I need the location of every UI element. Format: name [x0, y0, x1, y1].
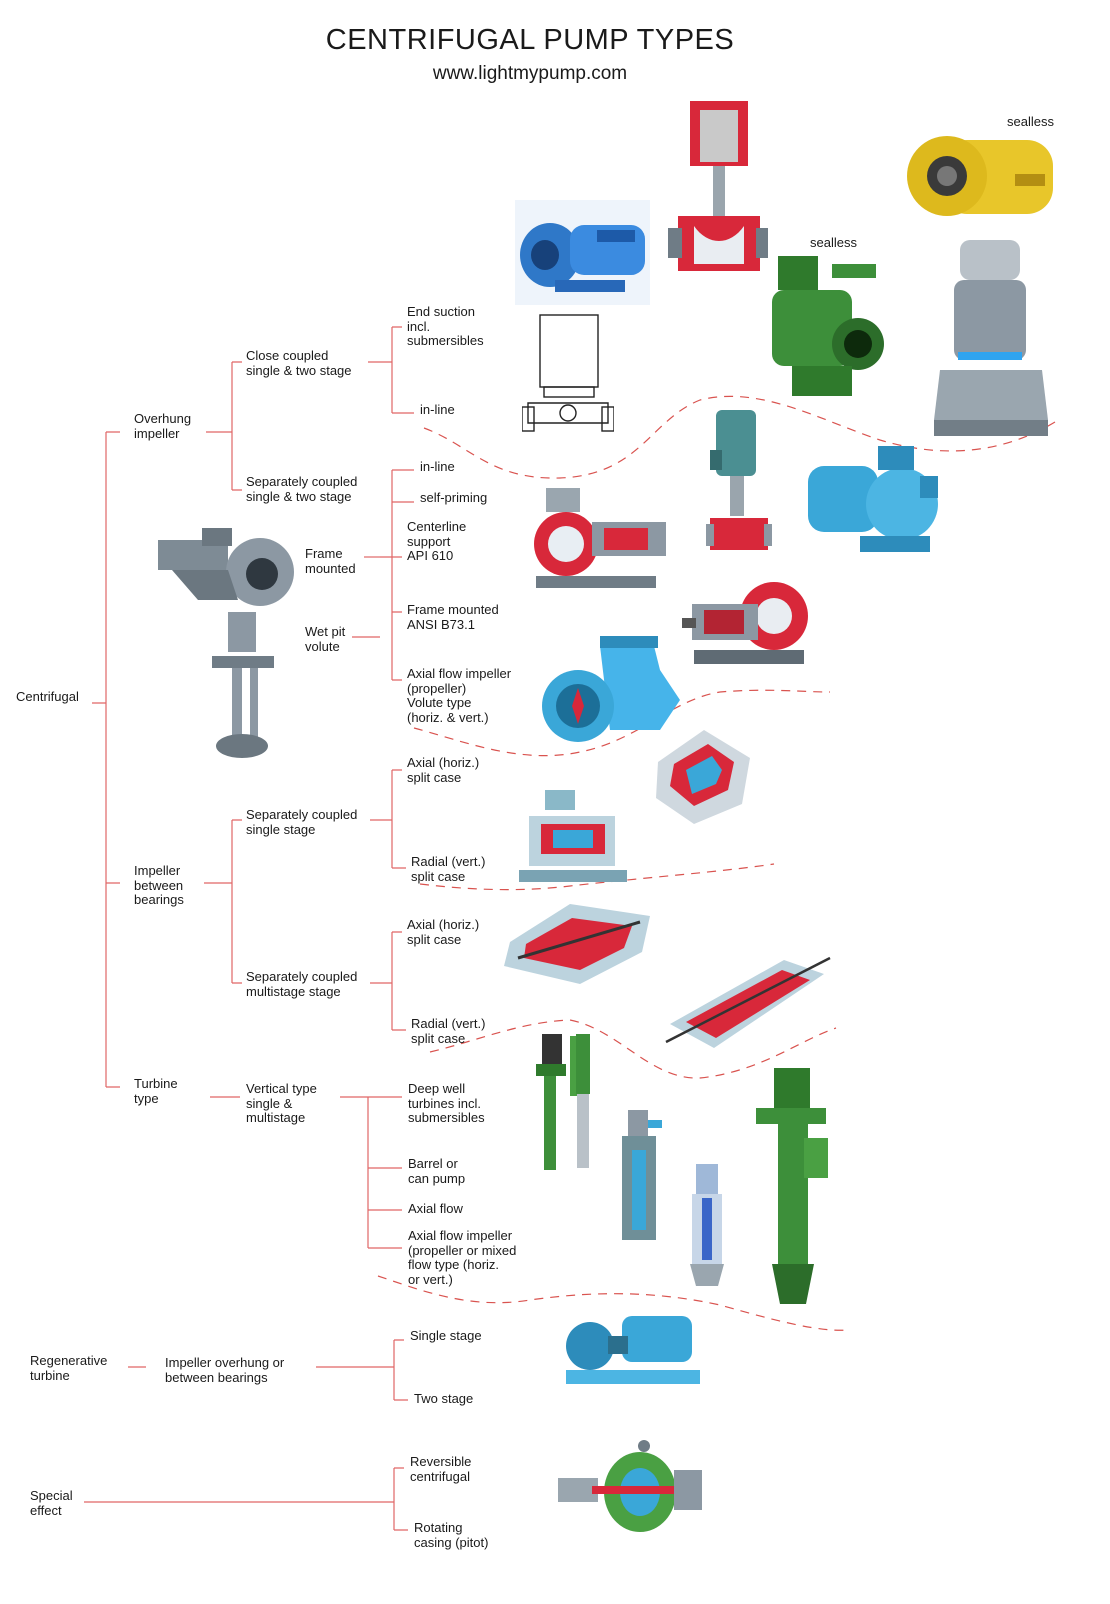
deep-well-turbine-pump-icon — [536, 1034, 580, 1170]
divider-3 — [419, 863, 775, 891]
close-coupled-connector — [368, 326, 414, 414]
node-centrifugal: Centrifugal — [16, 689, 79, 704]
divider-5 — [377, 1275, 849, 1331]
node-axial-split-case-2: Axial (horiz.) split case — [407, 917, 480, 947]
node-axial-split-case-1: Axial (horiz.) split case — [407, 755, 480, 785]
special-connector — [84, 1467, 408, 1531]
vertical-connector — [340, 1096, 402, 1249]
frame-mounted-gray-pump-icon — [158, 528, 294, 606]
axial-flow-vertical-pump-icon — [690, 1164, 724, 1286]
barrel-can-pump-icon — [622, 1110, 662, 1240]
axial-split-multistage-pump-icon — [504, 904, 650, 984]
sealless-yellow-magmax-pump-icon — [907, 136, 1053, 216]
node-separately-multistage: Separately coupled multistage stage — [246, 969, 358, 999]
separately-coupled-connector — [380, 469, 414, 681]
node-overhung-impeller: Overhung impeller — [134, 411, 192, 441]
node-separately-coupled: Separately coupled single & two stage — [246, 474, 358, 504]
website-url: www.lightmypump.com — [432, 63, 628, 84]
wet-pit-gray-pump-icon — [212, 612, 274, 758]
node-separately-single-stage: Separately coupled single stage — [246, 807, 358, 837]
regenerative-connector — [128, 1339, 408, 1401]
node-close-coupled: Close coupled single & two stage — [246, 348, 352, 378]
node-self-priming: self-priming — [420, 490, 488, 505]
sealless-green-pump-icon — [772, 256, 884, 396]
node-axial-flow-mixed: Axial flow impeller (propeller or mixed … — [408, 1228, 517, 1287]
rotating-casing-pitot-pump-icon — [558, 1440, 702, 1532]
axial-split-case-pump-icon — [656, 730, 750, 824]
divider-1 — [423, 395, 1056, 479]
node-end-suction: End suction incl. submersibles — [407, 304, 484, 348]
node-deep-well: Deep well turbines incl. submersibles — [408, 1081, 485, 1125]
inline-outline-pump-icon — [522, 314, 614, 432]
radial-split-case-pump-icon — [519, 790, 627, 882]
node-radial-split-case-1: Radial (vert.) split case — [411, 854, 486, 884]
node-impeller-between-bearings: Impeller between bearings — [134, 863, 184, 907]
node-vertical-type: Vertical type single & multistage — [246, 1081, 317, 1125]
overhung-connector — [206, 361, 242, 491]
radial-split-multistage-pump-icon — [665, 956, 831, 1048]
sealless-label-green: sealless — [810, 235, 857, 250]
self-priming-blue-pump-icon — [808, 446, 938, 552]
node-wet-pit-volute: Wet pit volute — [305, 624, 346, 654]
node-frame-mounted: Frame mounted — [305, 546, 356, 576]
node-axial-flow: Axial flow — [408, 1201, 463, 1216]
node-frame-mounted-ansi: Frame mounted ANSI B73.1 — [407, 602, 499, 632]
axial-flow-propeller-pump-icon — [542, 636, 680, 742]
page-title: CENTRIFUGAL PUMP TYPES — [325, 24, 735, 56]
inline-vertical-cutaway-pump-icon — [668, 101, 768, 271]
divider-4 — [429, 1019, 837, 1079]
node-reversible-centrifugal: Reversible centrifugal — [410, 1454, 472, 1484]
submersible-gray-pump-icon — [934, 240, 1048, 436]
single-stage-connector — [370, 769, 406, 869]
node-centerline-support: Centerline support API 610 — [407, 519, 467, 563]
close-coupled-blue-pump-icon — [515, 200, 650, 305]
node-turbine-type: Turbine type — [134, 1076, 178, 1106]
node-two-stage: Two stage — [414, 1391, 474, 1406]
centerline-cutaway-pump-icon — [534, 488, 666, 588]
node-barrel-can: Barrel or can pump — [408, 1156, 466, 1186]
node-rotating-casing: Rotating casing (pitot) — [414, 1520, 489, 1550]
mixed-flow-green-pump-icon — [756, 1068, 828, 1304]
node-inline-close: in-line — [420, 402, 455, 417]
sealless-label-yellow: sealless — [1007, 114, 1054, 129]
submersible-green-pump-icon — [576, 1034, 590, 1168]
regenerative-turbine-pump-icon — [566, 1316, 700, 1384]
node-inline-separate: in-line — [420, 459, 455, 474]
inline-vertical-motor-pump-icon — [706, 410, 772, 550]
frame-mounted-cutaway-pump-icon — [682, 582, 808, 664]
between-bearings-connector — [204, 819, 242, 984]
node-special-effect: Special effect — [30, 1488, 73, 1518]
multistage-connector — [370, 931, 406, 1031]
node-impeller-overhung-between: Impeller overhung or between bearings — [165, 1355, 285, 1385]
node-axial-flow-volute: Axial flow impeller (propeller) Volute t… — [407, 666, 512, 725]
root-connector — [92, 431, 120, 1088]
node-radial-split-case-2: Radial (vert.) split case — [411, 1016, 486, 1046]
node-single-stage: Single stage — [410, 1328, 482, 1343]
node-regenerative-turbine: Regenerative turbine — [30, 1353, 108, 1383]
